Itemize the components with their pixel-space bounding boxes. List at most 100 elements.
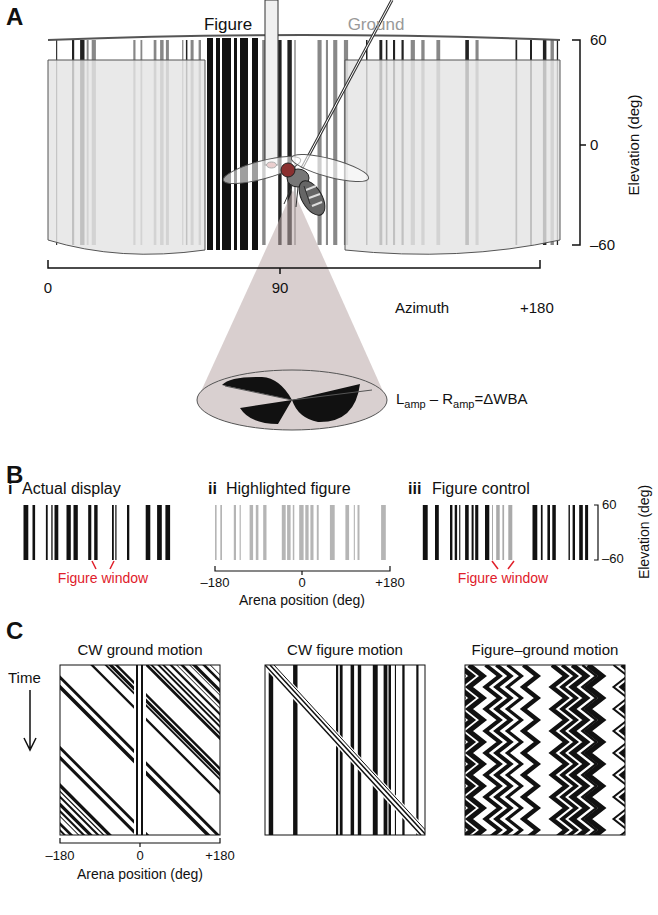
- fly: [221, 149, 371, 220]
- stripe: [475, 505, 478, 560]
- elevation-bracket: [594, 505, 598, 560]
- stripe: [115, 505, 116, 560]
- stripe: [533, 505, 538, 560]
- stripe: [455, 505, 457, 560]
- stripe: [354, 505, 355, 560]
- stripe: [299, 505, 303, 560]
- window-leader: [92, 561, 114, 569]
- axis-label: Ground: [348, 16, 405, 35]
- stripe: [496, 505, 500, 560]
- plot-frame: [60, 665, 220, 835]
- panel-label: i: [8, 480, 12, 498]
- axis-label: +180: [375, 576, 404, 590]
- axis-label: Figure window: [58, 571, 148, 586]
- stripe: [282, 505, 286, 560]
- stripe: [46, 505, 48, 560]
- stripe: [435, 505, 439, 560]
- light-tube: [265, 0, 278, 165]
- stripe: [176, 665, 220, 835]
- stripe: [169, 665, 220, 835]
- equation-term: amp: [404, 398, 425, 410]
- stripe: [573, 505, 575, 560]
- stripe: [541, 505, 543, 560]
- stripe: [165, 505, 170, 560]
- axis-label: Time: [8, 670, 41, 687]
- stripe: [465, 505, 469, 560]
- axis-label: Figure window: [458, 571, 548, 586]
- stripe: [416, 665, 418, 835]
- axis-label: –60: [602, 552, 624, 566]
- panel-label: A: [6, 4, 23, 30]
- stripe: [507, 665, 521, 835]
- light-cone: [198, 190, 386, 398]
- axis-label: Arena position (deg): [239, 593, 365, 608]
- axis-label: –60: [590, 237, 615, 254]
- axis-label: Arena position (deg): [77, 867, 203, 882]
- stripe: [450, 505, 452, 560]
- stripe: [67, 505, 71, 560]
- figure-stripes: [207, 38, 258, 250]
- display-stripes: [423, 505, 588, 560]
- axis-label: 90: [272, 280, 289, 297]
- axis-label: Figure–ground motion: [472, 642, 619, 659]
- stripe: [469, 665, 483, 835]
- stripe: [115, 665, 220, 835]
- stripe: [108, 665, 220, 835]
- equation-term: amp: [453, 398, 474, 410]
- stripe: [112, 505, 114, 560]
- stripe: [333, 40, 337, 245]
- display-stripes: [215, 505, 386, 560]
- stripe: [146, 505, 151, 560]
- stripe: [192, 665, 220, 835]
- stripe: [345, 505, 349, 560]
- stripe: [180, 665, 220, 835]
- stripe: [485, 505, 489, 560]
- figure-window: [92, 505, 114, 560]
- space-time-plot: [465, 665, 625, 835]
- equation: Lamp– Ramp=ΔWBA: [396, 390, 527, 410]
- stripe: [336, 665, 338, 835]
- stripe: [250, 505, 254, 560]
- stripe: [459, 505, 460, 560]
- panel-label: iii: [408, 480, 421, 498]
- stripe: [389, 665, 392, 835]
- stripe: [74, 505, 78, 560]
- stripe: [269, 665, 274, 835]
- stripe: [492, 505, 493, 560]
- axis-label: 60: [590, 32, 607, 49]
- stripe: [207, 38, 213, 250]
- sensor-disk: [197, 370, 387, 430]
- stripe: [305, 505, 308, 560]
- axis-label: Elevation (deg): [637, 485, 652, 579]
- stripe: [265, 665, 421, 835]
- stripe: [278, 40, 281, 245]
- stripe: [256, 505, 259, 560]
- stripe: [496, 665, 510, 835]
- axis-label: 0: [298, 576, 305, 590]
- space-time-plot: [265, 665, 425, 835]
- stripe: [508, 505, 512, 560]
- stripe: [358, 505, 360, 560]
- stripe: [547, 505, 550, 560]
- stripe: [472, 505, 474, 560]
- space-time-plot: [60, 665, 220, 835]
- stripe: [326, 40, 328, 245]
- arena-axis: [215, 566, 390, 575]
- stripe: [136, 665, 138, 835]
- stripe: [317, 505, 319, 560]
- stripe: [134, 665, 146, 835]
- stripe: [263, 505, 266, 560]
- stripe: [552, 505, 556, 560]
- arena-front-panel: [48, 60, 205, 254]
- stripe: [141, 665, 143, 835]
- stripe: [240, 505, 241, 560]
- stripe: [373, 665, 378, 835]
- stripe: [222, 38, 231, 250]
- stripe: [33, 505, 36, 560]
- display-stripes: [24, 505, 171, 560]
- stripe: [293, 505, 295, 560]
- stripe: [55, 505, 59, 560]
- axis-label: CW ground motion: [77, 642, 202, 659]
- stripe: [210, 665, 220, 835]
